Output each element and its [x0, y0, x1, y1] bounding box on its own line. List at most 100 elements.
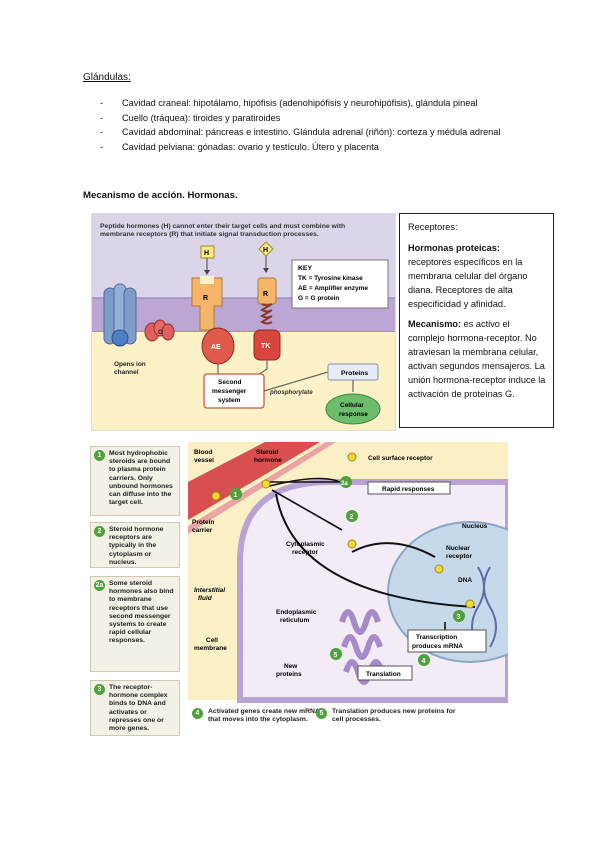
mecanismo-text: es activo el complejo hormona-receptor. …: [408, 319, 546, 399]
steroid-hormone-icon: [434, 564, 444, 574]
cellular-response-ellipse: [325, 393, 381, 425]
svg-text:Proteins: Proteins: [341, 370, 368, 377]
svg-text:DNA: DNA: [458, 577, 472, 584]
svg-text:Protein: Protein: [192, 519, 214, 526]
step-marker: 2a: [340, 476, 352, 488]
note-5: 5 Translation produces new proteins for …: [316, 708, 462, 724]
nucleus-shape: [387, 521, 508, 663]
figure-caption: Peptide hormones (H) cannot enter their …: [100, 223, 345, 230]
svg-text:hormone: hormone: [254, 457, 282, 464]
opens-channel-label: channel: [114, 369, 139, 376]
glandulas-heading: Glándulas:: [83, 72, 131, 83]
note-3: 3 The receptor-hormone complex binds to …: [90, 680, 180, 736]
steroid-hormone-figure: Blood vessel Steroid hormone Cell surfac…: [90, 442, 508, 740]
list-item: -Cavidad pelviana: gónadas: ovario y tes…: [100, 141, 379, 152]
svg-text:produces mRNA: produces mRNA: [412, 643, 463, 650]
svg-text:H: H: [204, 250, 209, 257]
svg-text:vessel: vessel: [194, 457, 214, 464]
step-marker: 1: [230, 488, 242, 500]
svg-text:4: 4: [422, 658, 426, 665]
svg-text:R: R: [203, 295, 208, 302]
svg-text:Nuclear: Nuclear: [446, 545, 470, 552]
svg-text:G = G protein: G = G protein: [298, 295, 339, 302]
svg-text:reticulum: reticulum: [280, 617, 309, 624]
rapid-responses-box: [367, 481, 451, 495]
receptores-box: Receptores: Hormonas proteicas: receptor…: [399, 213, 554, 428]
key-box: [291, 259, 389, 309]
svg-text:Blood: Blood: [194, 449, 212, 456]
svg-text:2a: 2a: [341, 481, 348, 487]
list-item: -Cavidad abdominal: páncreas e intestino…: [100, 127, 501, 137]
svg-text:receptor: receptor: [292, 549, 318, 556]
step-marker: 5: [330, 648, 342, 660]
note-2: 2 Steroid hormone receptors are typicall…: [90, 522, 180, 568]
svg-text:1: 1: [234, 492, 238, 499]
svg-text:carrier: carrier: [192, 527, 213, 534]
svg-text:Second: Second: [218, 379, 242, 386]
svg-text:5: 5: [334, 652, 338, 659]
svg-text:system: system: [218, 397, 241, 404]
list-item-text: Cuello (tráquea): tiroides y paratiroide…: [122, 112, 281, 123]
proteicas-text: receptores específicos en la membrana ce…: [408, 257, 528, 309]
steroid-hormone-icon: [261, 479, 271, 489]
svg-text:TK = Tyrosine kinase: TK = Tyrosine kinase: [298, 275, 363, 282]
svg-text:Interstitial: Interstitial: [194, 587, 225, 594]
list-item: -Cavidad craneal: hipotálamo, hipófisis …: [100, 98, 478, 108]
figure-caption: membrane receptors (R) that initiate sig…: [100, 231, 319, 238]
steroid-hormone-icon: [465, 599, 475, 609]
svg-text:response: response: [339, 411, 368, 418]
mecanismo-title: Mecanismo:: [408, 319, 462, 329]
step-marker: 3: [453, 610, 465, 622]
list-item-text: Cavidad craneal: hipotálamo, hipófisis (…: [122, 98, 478, 108]
g-protein-icon: [144, 319, 175, 342]
note-4: 4 Activated genes create new mRNA that m…: [192, 708, 320, 724]
svg-text:Cell surface receptor: Cell surface receptor: [368, 455, 433, 462]
steroid-hormone-icon: [211, 491, 221, 501]
proteicas-title: Hormonas proteicas:: [408, 243, 500, 253]
svg-text:Steroid: Steroid: [256, 449, 278, 456]
blood-vessel: [188, 442, 320, 520]
g-label: G: [158, 329, 163, 336]
receptores-title: Receptores:: [408, 222, 458, 232]
svg-text:Transcription: Transcription: [416, 634, 457, 641]
steroid-hormone-diagram: Blood vessel Steroid hormone Cell surfac…: [188, 442, 508, 703]
glandulas-list: -Cavidad craneal: hipotálamo, hipófisis …: [100, 96, 510, 154]
note-1: 1 Most hydrophobic steroids are bound to…: [90, 446, 180, 516]
transcription-box: [407, 629, 487, 653]
peptide-hormone-figure: Peptide hormones (H) cannot enter their …: [91, 213, 396, 431]
svg-text:Endoplasmic: Endoplasmic: [276, 609, 317, 616]
svg-text:messenger: messenger: [212, 388, 247, 395]
svg-text:2: 2: [350, 514, 354, 521]
svg-text:Cytoplasmic: Cytoplasmic: [286, 541, 325, 548]
svg-text:proteins: proteins: [276, 671, 302, 678]
translation-box: [357, 665, 413, 681]
svg-text:3: 3: [457, 614, 461, 621]
svg-text:Translation: Translation: [366, 671, 401, 678]
svg-text:AE: AE: [211, 344, 221, 351]
receptor-tk-icon: [253, 277, 281, 361]
svg-text:H: H: [263, 247, 268, 254]
list-item: -Cuello (tráquea): tiroides y paratiroid…: [100, 112, 281, 123]
svg-text:membrane: membrane: [194, 645, 227, 652]
step-marker: 4: [418, 654, 430, 666]
svg-text:TK: TK: [261, 343, 270, 350]
svg-text:receptor: receptor: [446, 553, 472, 560]
svg-text:fluid: fluid: [198, 595, 213, 602]
svg-text:Nucleus: Nucleus: [462, 523, 488, 530]
list-item-text: Cavidad pelviana: gónadas: ovario y test…: [122, 141, 379, 152]
ion-channel-icon: [103, 283, 137, 347]
steroid-hormone-icon: [347, 539, 357, 549]
svg-text:Cellular: Cellular: [340, 402, 364, 409]
svg-text:New: New: [284, 663, 298, 670]
step-marker: 2: [346, 510, 358, 522]
note-2a: 2a Some steroid hormones also bind to me…: [90, 576, 180, 672]
peptide-hormone-diagram: Peptide hormones (H) cannot enter their …: [92, 214, 395, 430]
svg-text:AE = Amplifier enzyme: AE = Amplifier enzyme: [298, 285, 368, 292]
svg-text:Rapid responses: Rapid responses: [382, 486, 435, 493]
mecanismo-heading: Mecanismo de acción. Hormonas.: [83, 190, 238, 201]
svg-text:Cell: Cell: [206, 637, 218, 644]
list-item-text: Cavidad abdominal: páncreas e intestino.…: [122, 127, 501, 137]
svg-text:KEY: KEY: [298, 265, 312, 272]
endoplasmic-reticulum-icon: [339, 609, 385, 685]
svg-text:R: R: [263, 291, 268, 298]
